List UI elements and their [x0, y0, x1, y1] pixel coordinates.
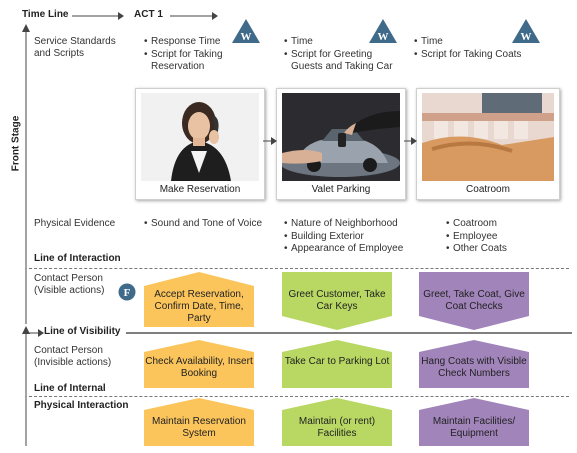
list-item: Response Time: [144, 36, 259, 49]
list-item: Appearance of Employee: [284, 243, 414, 256]
front-stage-axis: [22, 24, 30, 324]
line-of-internal: [29, 396, 569, 397]
evidence-list-2: Nature of Neighborhood Building Exterior…: [284, 218, 414, 256]
row-label-evidence: Physical Evidence: [34, 218, 116, 229]
line-of-visibility: [126, 332, 572, 334]
back-stage-axis: [22, 326, 30, 446]
list-item: Sound and Tone of Voice: [144, 218, 274, 231]
invisible-action-3: Hang Coats with Visible Check Numbers: [419, 340, 529, 388]
photo-caption: Valet Parking: [311, 184, 371, 195]
visible-action-1: Accept Reservation, Confirm Date, Time, …: [144, 272, 254, 327]
photo-caption: Coatroom: [466, 184, 510, 195]
list-item: Employee: [446, 231, 546, 244]
row-label-standards: Service Standards and Scripts: [34, 36, 116, 59]
physical-interaction-label: Physical Interaction: [34, 400, 129, 411]
f-badge-icon: F: [118, 283, 136, 301]
visible-action-3: Greet, Take Coat, Give Coat Checks: [419, 272, 529, 330]
woman-on-phone-image: [141, 93, 259, 181]
list-item: Script for Greeting Guests and Taking Ca…: [284, 49, 404, 74]
support-process-2: Maintain (or rent) Facilities: [282, 398, 392, 446]
flow-arrow: [263, 137, 277, 145]
invisible-action-2: Take Car to Parking Lot: [282, 340, 392, 388]
list-item: Script for Taking Reservation: [144, 49, 259, 74]
evidence-list-3: Coatroom Employee Other Coats: [446, 218, 546, 256]
visible-action-2: Greet Customer, Take Car Keys: [282, 272, 392, 330]
standards-list-3: Time Script for Taking Coats: [414, 36, 534, 61]
svg-text:W: W: [521, 31, 532, 43]
car-keys-image: [282, 93, 400, 181]
line-of-interaction-label: Line of Interaction: [34, 253, 121, 264]
photo-make-reservation: Make Reservation: [135, 88, 265, 200]
support-process-1: Maintain Reservation System: [144, 398, 254, 446]
support-process-3: Maintain Facilities/ Equipment: [419, 398, 529, 446]
w-badge-icon: W: [232, 19, 260, 43]
evidence-list-1: Sound and Tone of Voice: [144, 218, 274, 231]
line-of-visibility-label: Line of Visibility: [44, 326, 121, 337]
timeline-label: Time Line: [22, 9, 69, 20]
invisible-action-1: Check Availability, Insert Booking: [144, 340, 254, 388]
list-item: Nature of Neighborhood: [284, 218, 414, 231]
list-item: Coatroom: [446, 218, 546, 231]
row-label-contact-visible: Contact Person (Visible actions): [34, 273, 105, 296]
standards-list-2: Time Script for Greeting Guests and Taki…: [284, 36, 404, 74]
line-of-interaction: [29, 268, 569, 269]
photo-coatroom: Coatroom: [416, 88, 560, 200]
flow-arrow: [404, 137, 417, 145]
photo-valet-parking: Valet Parking: [276, 88, 406, 200]
coat-hooks-image: [422, 93, 554, 181]
act-label: ACT 1: [134, 9, 163, 20]
svg-text:W: W: [378, 31, 389, 43]
list-item: Other Coats: [446, 243, 546, 256]
act-arrow: [170, 12, 218, 20]
line-of-internal-label: Line of Internal: [34, 383, 106, 394]
svg-text:F: F: [124, 287, 131, 299]
list-item: Time: [414, 36, 534, 49]
visibility-arrow: [28, 329, 44, 337]
w-badge-icon: W: [512, 19, 540, 43]
row-label-contact-invisible: Contact Person (Invisible actions): [34, 345, 112, 368]
svg-text:W: W: [241, 31, 252, 43]
timeline-arrow: [72, 12, 124, 20]
list-item: Building Exterior: [284, 231, 414, 244]
list-item: Script for Taking Coats: [414, 49, 534, 62]
list-item: Time: [284, 36, 404, 49]
photo-caption: Make Reservation: [159, 184, 241, 195]
w-badge-icon: W: [369, 19, 397, 43]
standards-list-1: Response Time Script for Taking Reservat…: [144, 36, 259, 74]
front-stage-label: Front Stage: [10, 115, 22, 172]
